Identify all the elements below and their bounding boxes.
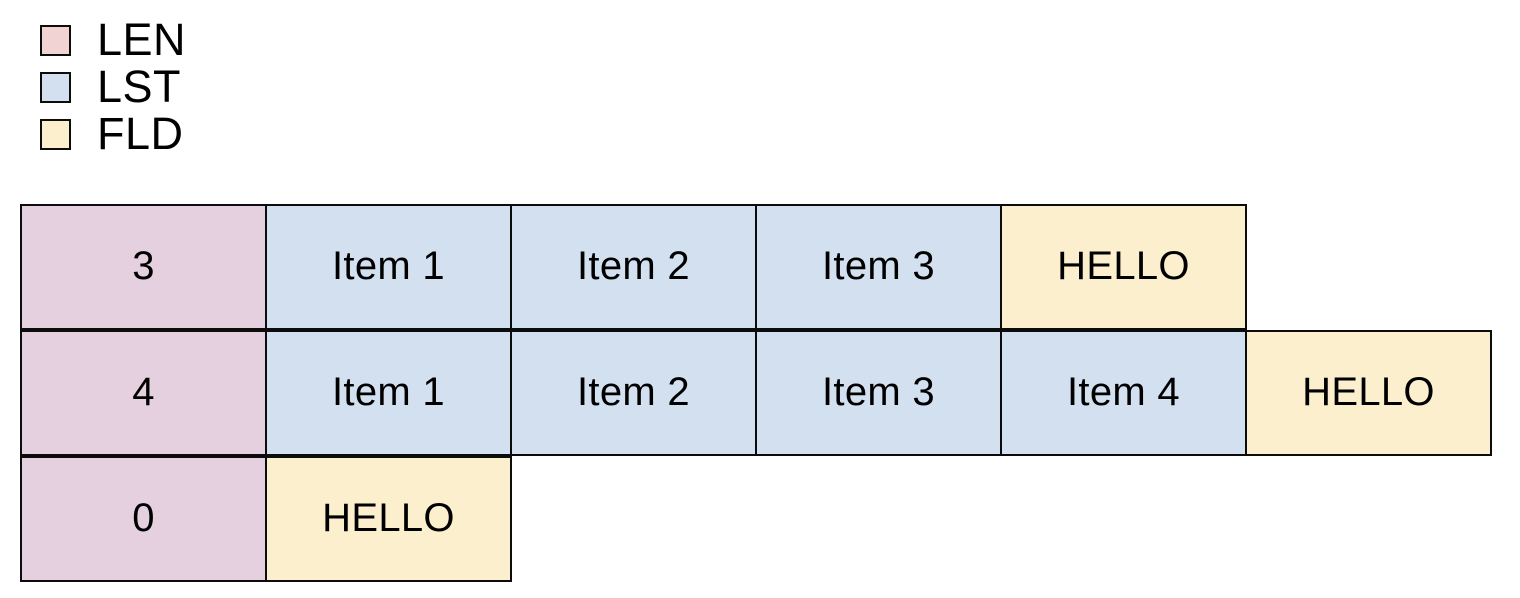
legend-swatch-lst-icon	[40, 71, 71, 103]
table-cell-len: 4	[20, 330, 267, 456]
table-cell-text: 3	[132, 244, 155, 288]
table-cell-text: Item 1	[332, 244, 445, 288]
table-cell-text: Item 2	[577, 370, 690, 414]
legend-item-lst: LST	[40, 64, 181, 109]
table-cell-text: HELLO	[322, 496, 455, 540]
table-cell-text: Item 3	[822, 244, 935, 288]
table-cell-text: Item 4	[1067, 370, 1180, 414]
table-cell-text: Item 1	[332, 370, 445, 414]
table-cell-lst: Item 1	[265, 204, 512, 330]
table-cell-lst: Item 3	[755, 330, 1002, 456]
legend-label-len: LEN	[97, 13, 187, 65]
table-cell-fld: HELLO	[265, 456, 512, 582]
legend-swatch-len-icon	[40, 24, 71, 56]
table-row: 0 HELLO	[20, 456, 1490, 582]
table-cell-len: 0	[20, 456, 267, 582]
legend-label-fld: FLD	[97, 107, 184, 159]
table-cell-lst: Item 2	[510, 204, 757, 330]
legend-item-len: LEN	[40, 17, 186, 62]
table-cell-lst: Item 4	[1000, 330, 1247, 456]
table-cell-text: Item 3	[822, 370, 935, 414]
legend-item-fld: FLD	[40, 111, 184, 156]
table-cell-text: 0	[132, 496, 155, 540]
table-cell-text: HELLO	[1302, 370, 1435, 414]
table-cell-text: 4	[132, 370, 155, 414]
table-cell-lst: Item 2	[510, 330, 757, 456]
table-cell-fld: HELLO	[1000, 204, 1247, 330]
table-cell-text: HELLO	[1057, 244, 1190, 288]
table-cell-lst: Item 1	[265, 330, 512, 456]
table-cell-lst: Item 3	[755, 204, 1002, 330]
legend-swatch-fld-icon	[40, 118, 71, 150]
table-row: 3 Item 1 Item 2 Item 3 HELLO	[20, 204, 1490, 330]
legend-label-lst: LST	[97, 60, 182, 112]
table-cell-text: Item 2	[577, 244, 690, 288]
table-row: 4 Item 1 Item 2 Item 3 Item 4 HELLO	[20, 330, 1492, 456]
table-cell-fld: HELLO	[1245, 330, 1492, 456]
table-cell-len: 3	[20, 204, 267, 330]
